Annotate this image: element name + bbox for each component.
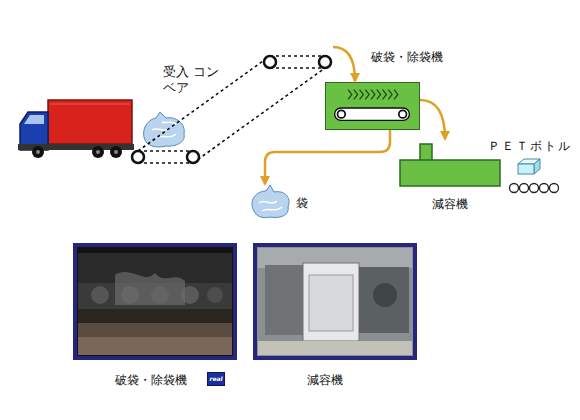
node-label: 破袋・除袋機 [371,49,443,65]
node-label: 袋 [296,195,308,211]
node-label: 減容機 [307,372,343,388]
node-label: 受入 コンベア [163,64,223,96]
removed-bag: 袋 [250,185,310,221]
node-shape [326,83,419,129]
receiving-conveyor: 受入 コンベア [128,40,333,170]
node-label: ＰＥＴボトル [488,138,572,154]
flow-arrow [420,100,445,139]
compactor-machine: 減容機 [400,140,500,186]
machine-photo: 破袋・除袋機 [75,245,235,358]
flow-arrow [333,47,355,81]
node-shape [128,40,333,170]
node-shape [75,245,235,358]
node-label: 破袋・除袋機 [115,372,187,388]
node-shape [400,140,500,186]
truck [18,100,134,158]
node-label: 減容機 [432,196,468,212]
flow-arrow [265,130,390,184]
pet-bottle-output: ＰＥＴボトル [488,138,568,196]
real-icon: real [207,372,225,386]
bag-breaker-machine: 破袋・除袋機 [325,82,420,130]
node-shape [255,245,415,358]
machine-photo: 減容機 [255,245,415,358]
